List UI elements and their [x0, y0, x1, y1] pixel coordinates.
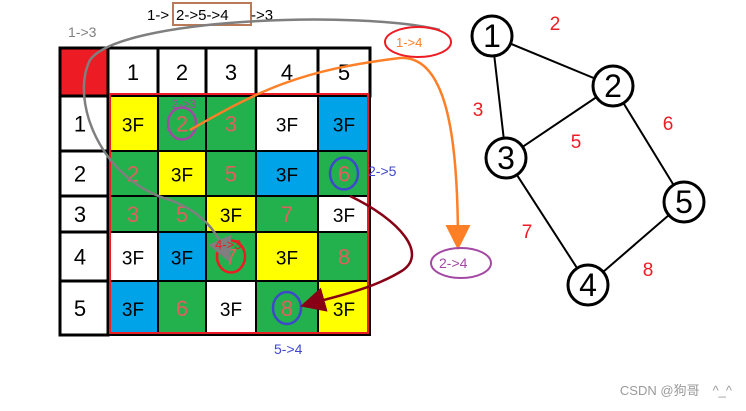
row-header: 4: [74, 245, 86, 270]
graph-node: [470, 14, 514, 58]
highlight-circle-2: [166, 106, 198, 141]
row-header: 2: [74, 162, 86, 187]
col-header-cell: [106, 46, 160, 98]
label-1-3: 1->3: [68, 24, 97, 40]
col-header: 1: [127, 60, 139, 85]
path-title-boxed: 2->5->4: [176, 7, 229, 24]
edge-weight: 3: [473, 100, 484, 121]
col-header-cell: [254, 46, 320, 98]
arrow-2-4: [300, 194, 414, 312]
graph-node: [484, 136, 528, 180]
matrix-cell-value: 3F: [276, 166, 298, 187]
weighted-graph: 2 3 5 6 7 8 1 2 3 4 5: [470, 14, 706, 307]
matrix-cell: [107, 280, 159, 336]
graph-node: [566, 263, 610, 307]
matrix-cell-value: 6: [338, 162, 350, 187]
graph-edge: [612, 85, 685, 203]
path-title-prefix: 1->: [147, 7, 169, 24]
label-1-4: 1->4: [396, 35, 422, 50]
label-4-3: 4->3: [215, 237, 241, 252]
row-header: 5: [74, 296, 86, 321]
matrix-cell-value: 3F: [276, 249, 298, 270]
matrix-cell-value: 3F: [333, 116, 355, 137]
matrix-cell: [157, 280, 207, 336]
matrix-cell-value: 3F: [171, 249, 193, 270]
label-2-5: 2->5: [368, 163, 397, 179]
label-5-4: 5->4: [274, 341, 303, 357]
graph-node-label: 5: [675, 184, 693, 220]
row-header: 3: [74, 202, 86, 227]
arrow-1-4: [189, 56, 471, 250]
matrix-cell-value: 7: [281, 202, 293, 227]
graph-node-label: 4: [579, 267, 597, 303]
matrix-cell-value: 3F: [220, 206, 242, 227]
graph-edge: [505, 157, 589, 286]
matrix-cell-value: 3: [225, 112, 237, 137]
arrow-1-3: [82, 18, 441, 263]
label-2-3: 2->3: [172, 97, 197, 111]
matrix-cell-value: 3F: [220, 300, 242, 321]
graph-node: [662, 180, 706, 224]
matrix-cell-value: 3F: [333, 300, 355, 321]
matrix-cell-value: 6: [176, 296, 188, 321]
matrix-cell-value: 3: [127, 202, 139, 227]
matrix-cell-value: 3F: [333, 206, 355, 227]
edge-weight: 6: [663, 114, 674, 135]
matrix-cell: [205, 280, 257, 336]
matrix-cell-value: 3F: [276, 116, 298, 137]
matrix-cell-value: 5: [225, 162, 237, 187]
highlight-circle-6: [328, 156, 360, 191]
matrix-cell-value: 3F: [122, 300, 144, 321]
matrix-cell: [255, 95, 319, 152]
graph-node-label: 1: [483, 18, 501, 54]
matrix-cell-value: 3F: [122, 249, 144, 270]
edge-weight: 7: [522, 222, 533, 243]
matrix-cell-value: 2: [176, 112, 188, 137]
matrix-cell-value: 3F: [122, 116, 144, 137]
col-header: 2: [176, 60, 188, 85]
row-header-cell: [58, 149, 110, 198]
row-header-cell: [58, 279, 110, 337]
edge-weight: 2: [550, 14, 561, 35]
label-2-4: 2->4: [439, 255, 468, 271]
col-header-cell: [156, 46, 208, 98]
graph-node-label: 3: [497, 140, 515, 176]
matrix-cell: [107, 150, 159, 197]
matrix-cell-value: 8: [338, 245, 350, 270]
col-header: 3: [225, 60, 237, 85]
row-header: 1: [74, 112, 86, 137]
col-header: 4: [281, 60, 293, 85]
graph-node-label: 2: [604, 68, 622, 104]
label-1-4-ellipse: [384, 26, 452, 58]
matrix-body-outline: [109, 93, 369, 334]
label-2-4-ellipse: [430, 247, 492, 279]
edge-weight: 8: [643, 260, 654, 281]
matrix-cell-value: 3F: [171, 166, 193, 187]
annotations: 1->3 1->4 2->3 2->5 4->3 2->4 5->4: [68, 18, 492, 357]
graph-edge: [491, 35, 614, 87]
col-header: 5: [338, 60, 350, 85]
watermark: CSDN @狗哥 ^_^: [619, 383, 732, 398]
matrix-cell-value: 8: [281, 296, 293, 321]
graph-node: [591, 64, 635, 108]
matrix-cell: [205, 95, 257, 152]
edge-weight: 5: [571, 132, 582, 153]
